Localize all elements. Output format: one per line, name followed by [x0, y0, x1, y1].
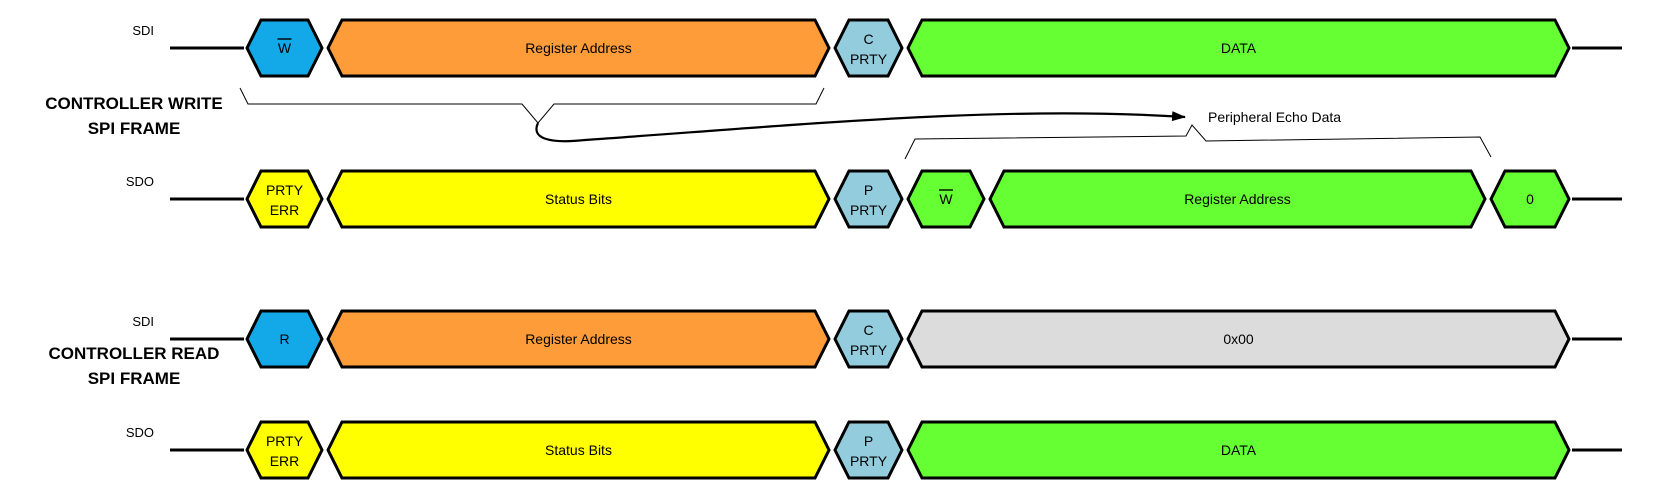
segment-shape-data: [906, 309, 1571, 369]
segment-shape-prty-err: [245, 169, 324, 229]
segment-label-c-prty: PRTY: [850, 342, 888, 358]
segment-shape-zero: [1489, 169, 1571, 229]
write-address-brace: [239, 87, 825, 124]
segment-zero: 0: [1489, 169, 1571, 229]
segment-p-prty: P PRTY: [833, 169, 904, 229]
echo-data-label: Peripheral Echo Data: [1208, 109, 1341, 125]
segment-label-c-prty: C: [863, 31, 873, 47]
segment-status-bits: Status Bits: [326, 420, 831, 480]
row-read-sdo: SDO PRTY ERR Status Bits P PRTY DATA: [126, 420, 1622, 480]
segment-shape-prty-err: [245, 420, 324, 480]
segment-label-zero: 0: [1526, 191, 1534, 207]
segment-shape-c-prty: [833, 309, 904, 369]
segment-label-data: DATA: [1221, 442, 1257, 458]
segment-label-register-address: Register Address: [525, 40, 632, 56]
segment-label-w-bit: W: [278, 40, 292, 56]
segment-shape-status-bits: [326, 169, 831, 229]
segment-label-prty-err: ERR: [270, 202, 300, 218]
signal-label-sdo: SDO: [126, 425, 154, 440]
segment-label-register-address: Register Address: [1184, 191, 1291, 207]
segment-shape-r-bit: [245, 309, 324, 369]
segment-shape-data: [906, 420, 1571, 480]
write-frame-title-line1: CONTROLLER WRITE: [45, 94, 223, 113]
segment-label-status-bits: Status Bits: [545, 191, 612, 207]
segment-label-p-prty: P: [864, 433, 873, 449]
segment-r-bit: R: [245, 309, 324, 369]
read-frame-title-line2: SPI FRAME: [88, 369, 181, 388]
segment-label-register-address: Register Address: [525, 331, 632, 347]
segment-c-prty: C PRTY: [833, 18, 904, 78]
segment-p-prty: P PRTY: [833, 420, 904, 480]
segment-shape-status-bits: [326, 420, 831, 480]
segment-shape-register-address: [988, 169, 1487, 229]
signal-label-sdo: SDO: [126, 174, 154, 189]
row-write-sdo: SDO PRTY ERR Status Bits P PRTY W Register Addr…: [126, 169, 1622, 229]
write-frame-title-line2: SPI FRAME: [88, 119, 181, 138]
segment-label-prty-err: PRTY: [266, 182, 304, 198]
segment-shape-register-address: [326, 309, 831, 369]
segment-shape-register-address: [326, 18, 831, 78]
segment-label-data: DATA: [1221, 40, 1257, 56]
segment-label-p-prty: P: [864, 182, 873, 198]
segment-label-status-bits: Status Bits: [545, 442, 612, 458]
segment-prty-err: PRTY ERR: [245, 169, 324, 229]
segment-label-c-prty: PRTY: [850, 51, 888, 67]
segment-data: 0x00: [906, 309, 1571, 369]
segment-c-prty: C PRTY: [833, 309, 904, 369]
segment-register-address: Register Address: [988, 169, 1487, 229]
segment-w-bit: W: [906, 169, 986, 229]
segment-label-prty-err: PRTY: [266, 433, 304, 449]
segment-status-bits: Status Bits: [326, 169, 831, 229]
segment-label-r-bit: R: [279, 331, 289, 347]
segment-label-data: 0x00: [1223, 331, 1254, 347]
segment-label-prty-err: ERR: [270, 453, 300, 469]
segment-shape-w-bit: [906, 169, 986, 229]
segment-label-p-prty: PRTY: [850, 453, 888, 469]
read-frame-title-line1: CONTROLLER READ: [49, 344, 220, 363]
segment-w-bit: W: [245, 18, 324, 78]
row-read-sdi: SDI R Register Address C PRTY 0x00: [132, 309, 1622, 369]
segment-shape-p-prty: [833, 420, 904, 480]
segment-register-address: Register Address: [326, 309, 831, 369]
segment-shape-c-prty: [833, 18, 904, 78]
row-write-sdi: SDI W Register Address C PRTY DATA: [132, 18, 1622, 78]
segment-shape-w-bit: [245, 18, 324, 78]
segment-register-address: Register Address: [326, 18, 831, 78]
segment-data: DATA: [906, 420, 1571, 480]
signal-label-sdi: SDI: [132, 23, 154, 38]
segment-label-w-bit: W: [939, 191, 953, 207]
signal-label-sdi: SDI: [132, 314, 154, 329]
segment-data: DATA: [906, 18, 1571, 78]
echo-data-brace: [904, 124, 1492, 160]
segment-prty-err: PRTY ERR: [245, 420, 324, 480]
segment-label-c-prty: C: [863, 322, 873, 338]
segment-label-p-prty: PRTY: [850, 202, 888, 218]
segment-shape-data: [906, 18, 1571, 78]
echo-arrow: [535, 111, 1186, 143]
segment-shape-p-prty: [833, 169, 904, 229]
